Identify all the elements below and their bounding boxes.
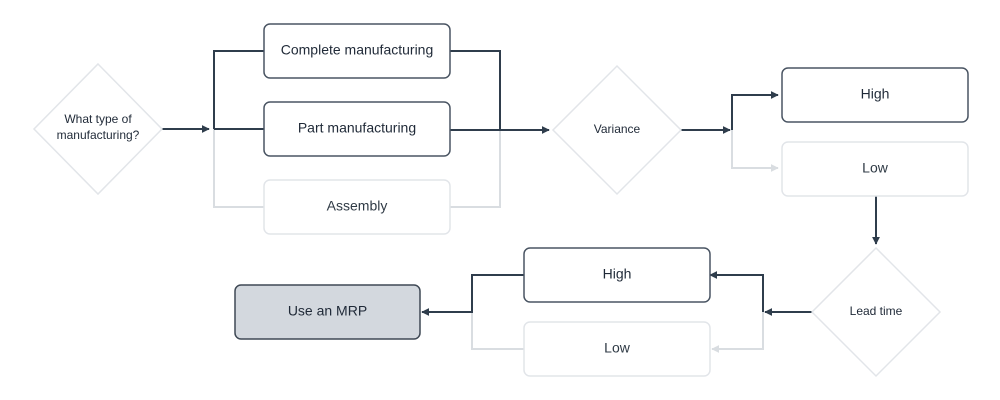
connector-lead-low-to-result xyxy=(471,312,524,350)
decision-label-line1: What type of xyxy=(64,112,132,126)
inactive-connectors xyxy=(213,129,779,353)
option-box xyxy=(263,23,451,79)
connector-assembly-in xyxy=(213,129,264,208)
decision-label-line2: manufacturing? xyxy=(57,128,140,142)
connector-assembly-out xyxy=(450,130,501,208)
option-box xyxy=(523,321,711,377)
option-lead-low[interactable]: Low xyxy=(523,321,711,377)
connector-variance-high xyxy=(731,91,779,130)
option-label: High xyxy=(603,266,632,282)
decision-variance[interactable]: Variance xyxy=(551,64,683,196)
decision-label: Variance xyxy=(594,122,641,136)
result-use-mrp[interactable]: Use an MRP xyxy=(234,284,421,340)
option-box xyxy=(263,101,451,157)
option-complete-manufacturing[interactable]: Complete manufacturing xyxy=(263,23,451,79)
connector-lead-low xyxy=(711,312,764,353)
decision-label: Lead time xyxy=(850,304,903,318)
decision-diamond xyxy=(551,64,683,196)
result-label: Use an MRP xyxy=(288,303,367,319)
connector-high-to-result xyxy=(421,274,524,316)
decision-lead-time[interactable]: Lead time xyxy=(810,246,942,378)
option-assembly[interactable]: Assembly xyxy=(263,179,451,235)
option-variance-low[interactable]: Low xyxy=(781,141,969,197)
option-part-manufacturing[interactable]: Part manufacturing xyxy=(263,101,451,157)
option-lead-high[interactable]: High xyxy=(523,247,711,303)
decision-diamond xyxy=(810,246,942,378)
result-box xyxy=(234,284,421,340)
option-variance-high[interactable]: High xyxy=(781,67,969,123)
option-box xyxy=(781,141,969,197)
decision-manufacturing-type[interactable]: What type of manufacturing? xyxy=(32,62,164,196)
option-label: High xyxy=(861,86,890,102)
option-label: Assembly xyxy=(327,198,388,214)
option-box xyxy=(263,179,451,235)
option-box xyxy=(523,247,711,303)
option-label: Low xyxy=(862,160,889,176)
decision-diamond xyxy=(32,62,164,196)
option-label: Part manufacturing xyxy=(298,120,416,136)
active-connectors xyxy=(162,50,880,316)
connector-complete-in xyxy=(213,50,264,129)
connector-variance-low xyxy=(731,130,779,172)
option-box xyxy=(781,67,969,123)
option-label: Low xyxy=(604,340,631,356)
option-label: Complete manufacturing xyxy=(281,42,434,58)
connector-complete-out xyxy=(450,50,501,130)
connector-lead-high xyxy=(709,271,764,312)
